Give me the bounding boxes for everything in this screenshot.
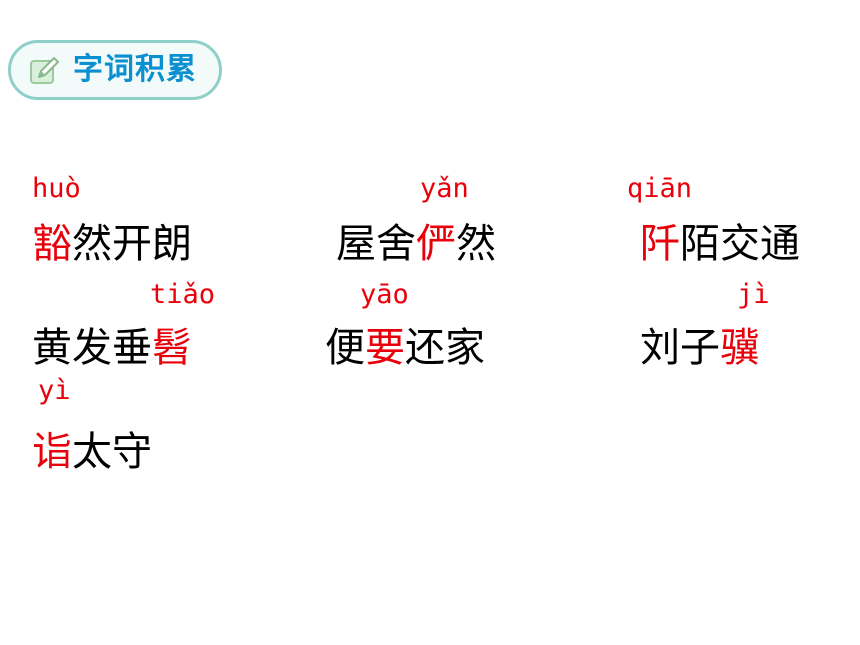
word-text: 还家 [405,325,485,371]
pinyin-annotation: tiǎo [150,279,216,310]
highlighted-character: 诣 [32,429,72,475]
pinyin-annotation: yì [38,375,71,406]
pinyin-annotation: jì [737,279,770,310]
word-text: 便 [325,325,365,371]
highlighted-character: 要 [365,325,405,371]
pinyin-annotation: huò [32,173,81,204]
word-text: 太守 [72,429,152,475]
section-badge: 字词积累 [8,40,222,100]
vocab-word: 屋舍俨然 [336,220,496,268]
highlighted-character: 俨 [416,221,456,267]
vocab-word: 刘子骥 [640,324,760,372]
word-text: 陌交通 [680,221,800,267]
vocab-word: 便要还家 [325,324,485,372]
highlighted-character: 豁 [32,221,72,267]
word-text: 屋舍 [336,221,416,267]
vocab-word: 豁然开朗 [32,220,192,268]
pinyin-annotation: yǎn [420,173,469,204]
highlighted-character: 髫 [152,325,192,371]
edit-pencil-icon [30,57,59,84]
pinyin-annotation: qiān [627,173,693,204]
vocab-word: 阡陌交通 [640,220,800,268]
section-title: 字词积累 [73,52,197,87]
vocab-word: 诣太守 [32,428,152,476]
highlighted-character: 阡 [640,221,680,267]
word-text: 然 [456,221,496,267]
highlighted-character: 骥 [720,325,760,371]
word-text: 然开朗 [72,221,192,267]
word-text: 刘子 [640,325,720,371]
vocab-word: 黄发垂髫 [32,324,192,372]
pinyin-annotation: yāo [360,279,409,310]
word-text: 黄发垂 [32,325,152,371]
